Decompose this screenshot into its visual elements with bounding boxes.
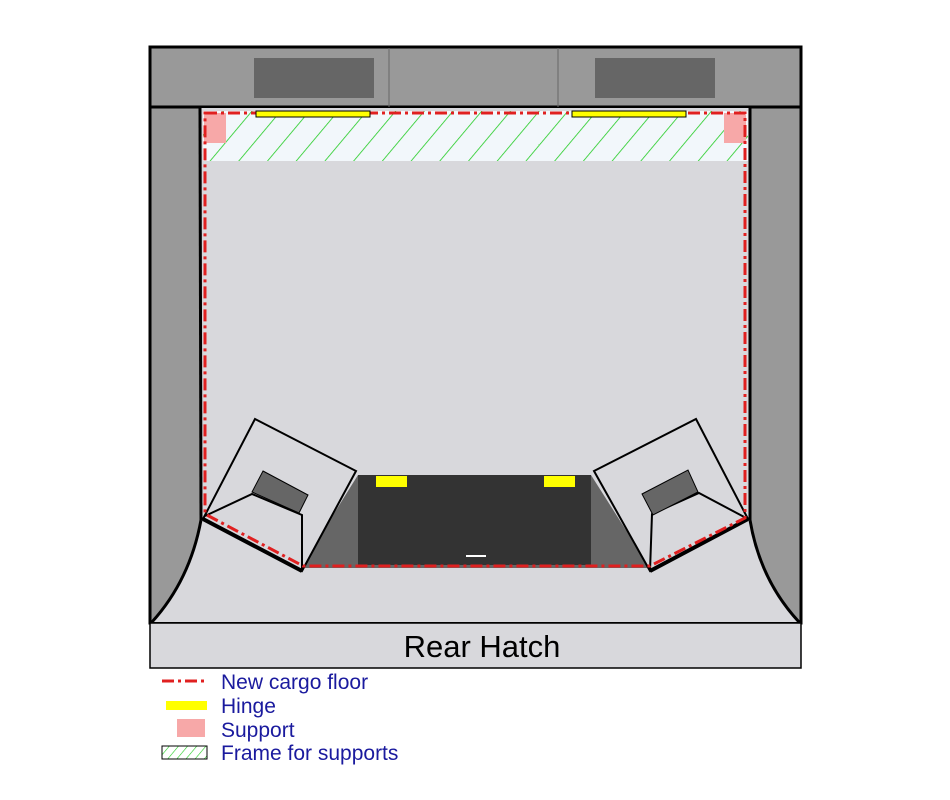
new-cargo-floor-outline	[203, 111, 747, 568]
hinge-well-right	[544, 476, 575, 487]
top-vent-left	[254, 58, 374, 98]
legend-swatch-support	[177, 719, 205, 737]
legend-label-support: Support	[221, 719, 295, 742]
right-wall-curve	[748, 519, 801, 624]
rear-hatch-label: Rear Hatch	[404, 629, 561, 664]
hinge-top-left	[255, 110, 371, 118]
wheel-well	[358, 475, 591, 565]
legend-label-frame: Frame for supports	[221, 742, 398, 765]
legend-swatch-hinge	[166, 701, 207, 710]
left-wall-curve	[150, 519, 203, 624]
support-left	[204, 113, 226, 143]
hinge-well-left	[376, 476, 407, 487]
left-wall-edge	[198, 107, 203, 521]
left-corner-compartment	[201, 417, 358, 573]
rear-hatch	[149, 622, 802, 669]
top-panel	[148, 45, 803, 109]
hinge-top-right	[571, 110, 687, 118]
legend: New cargo floor Hinge Support Frame for …	[161, 671, 398, 765]
legend-label-hinge: Hinge	[221, 695, 276, 718]
support-frame-strip	[203, 111, 748, 161]
right-corner-compartment	[592, 417, 750, 573]
legend-swatch-frame	[161, 745, 208, 760]
legend-label-cargo-floor: New cargo floor	[221, 671, 368, 694]
support-right	[724, 113, 746, 143]
top-vent-right	[595, 58, 715, 98]
